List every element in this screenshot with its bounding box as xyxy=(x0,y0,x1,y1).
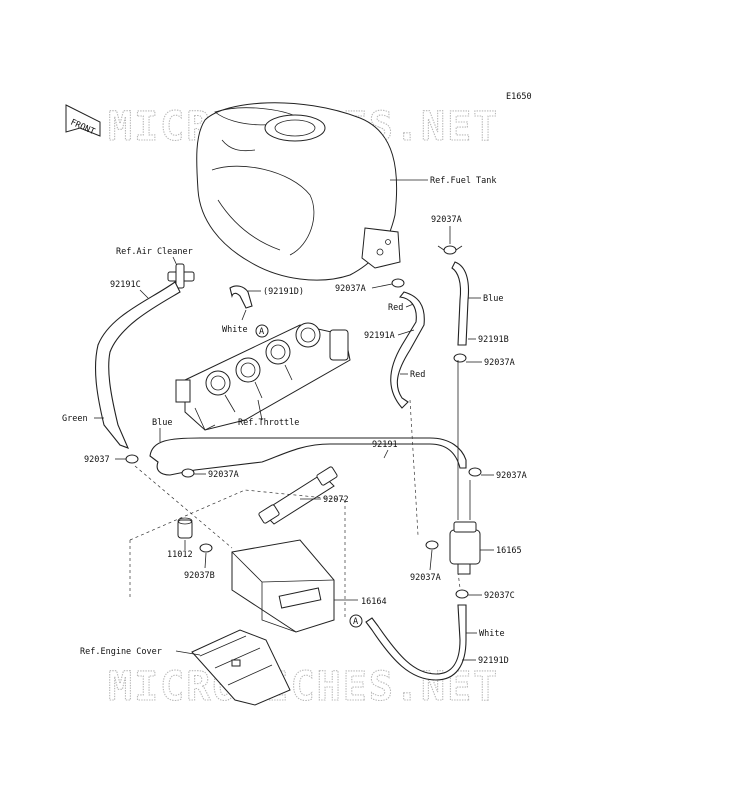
label-92072: 92072 xyxy=(323,495,349,505)
label-92037: 92037 xyxy=(84,455,110,465)
hose-92191 xyxy=(149,437,467,476)
clamp-92037A-bot xyxy=(425,540,439,550)
hose-92191D xyxy=(365,604,467,681)
hose-92191C xyxy=(94,281,181,449)
color-red-mid: Red xyxy=(410,370,425,380)
label-92191A: 92191A xyxy=(364,331,395,341)
hose-92191B xyxy=(451,261,470,346)
clamp-92037 xyxy=(125,454,139,464)
t-fitting-icon xyxy=(167,263,195,289)
label-92191B: 92191B xyxy=(478,335,509,345)
label-92191: 92191 xyxy=(372,440,398,450)
clamp-92037A-right xyxy=(468,467,482,477)
clamp-92037A-rb xyxy=(453,353,467,363)
color-red-top: Red xyxy=(388,303,403,313)
strap-icon xyxy=(258,466,338,525)
canister-icon xyxy=(231,539,335,633)
label-92191D-ref: (92191D) xyxy=(263,287,304,297)
label-92191D: 92191D xyxy=(478,656,509,666)
watermark-bottom: MICROFICHES.NET xyxy=(108,664,499,710)
label-92037C: 92037C xyxy=(484,591,515,601)
throttle-body-icon xyxy=(175,322,351,431)
ref-mark-a-upper-letter: A xyxy=(259,327,264,337)
color-green: Green xyxy=(62,414,88,424)
diagram-code: E1650 xyxy=(506,92,532,102)
ref-fuel-tank-label: Ref.Fuel Tank xyxy=(430,176,497,186)
label-92037B: 92037B xyxy=(184,571,215,581)
ref-mark-a-lower xyxy=(349,614,363,628)
clamp-92037B xyxy=(199,543,213,553)
label-16165: 16165 xyxy=(496,546,522,556)
front-arrow-icon: FRONT xyxy=(65,104,101,137)
ref-mark-a-upper xyxy=(255,324,269,338)
label-92191C: 92191C xyxy=(110,280,141,290)
color-white-top: White xyxy=(222,325,248,335)
engine-cover-icon xyxy=(191,629,291,706)
label-92037A-top: 92037A xyxy=(431,215,462,225)
label-16164: 16164 xyxy=(361,597,387,607)
label-92037A-hose: 92037A xyxy=(208,470,239,480)
label-11012: 11012 xyxy=(167,550,193,560)
clamp-icon xyxy=(437,245,463,255)
clamp-92037C xyxy=(455,589,469,599)
cap-icon xyxy=(177,517,193,539)
fuel-tank-icon xyxy=(196,102,401,281)
ref-engine-cover-label: Ref.Engine Cover xyxy=(80,647,162,657)
label-92037A-right: 92037A xyxy=(496,471,527,481)
label-92037A-rb: 92037A xyxy=(484,358,515,368)
ref-throttle-label: Ref.Throttle xyxy=(238,418,299,428)
hose-92191D-short xyxy=(229,285,253,309)
ref-air-cleaner-label: Ref.Air Cleaner xyxy=(116,247,193,257)
label-92037A-bot: 92037A xyxy=(410,573,441,583)
hose-92191A xyxy=(390,291,425,409)
ref-mark-a-lower-letter: A xyxy=(353,617,358,627)
color-blue-right: Blue xyxy=(483,294,503,304)
label-92037A-mid: 92037A xyxy=(335,284,366,294)
color-blue-left: Blue xyxy=(152,418,172,428)
color-white-bottom: White xyxy=(479,629,505,639)
fuel-filter-icon xyxy=(449,360,481,575)
clamp-92037A-hose xyxy=(181,468,195,478)
clamp-92037A-mid xyxy=(391,278,405,288)
